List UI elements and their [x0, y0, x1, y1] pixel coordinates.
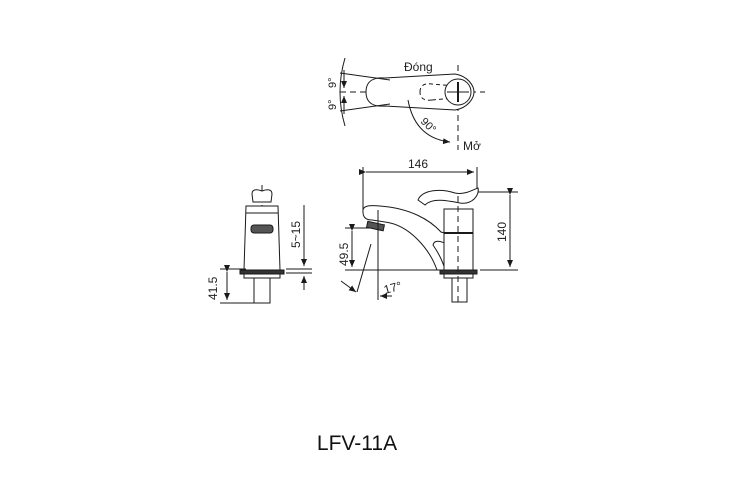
label-closed: Đóng [404, 60, 433, 74]
angle-lower: 9° [327, 99, 339, 110]
spout-height-dim: 49.5 [337, 242, 351, 266]
front-view [220, 185, 312, 305]
model-name: LFV-11A [316, 432, 398, 455]
label-open: Mở [463, 139, 481, 153]
height-dim: 140 [495, 222, 509, 242]
rotation-angle: 90° [418, 116, 438, 136]
angle-upper: 9° [327, 77, 339, 88]
top-view [339, 57, 485, 150]
shank-dim: 41.5 [206, 276, 220, 300]
width-dim: 146 [408, 157, 428, 171]
deck-thickness-dim: 5~15 [289, 221, 303, 248]
side-view [340, 167, 518, 305]
spout-angle: 17° [382, 279, 403, 297]
